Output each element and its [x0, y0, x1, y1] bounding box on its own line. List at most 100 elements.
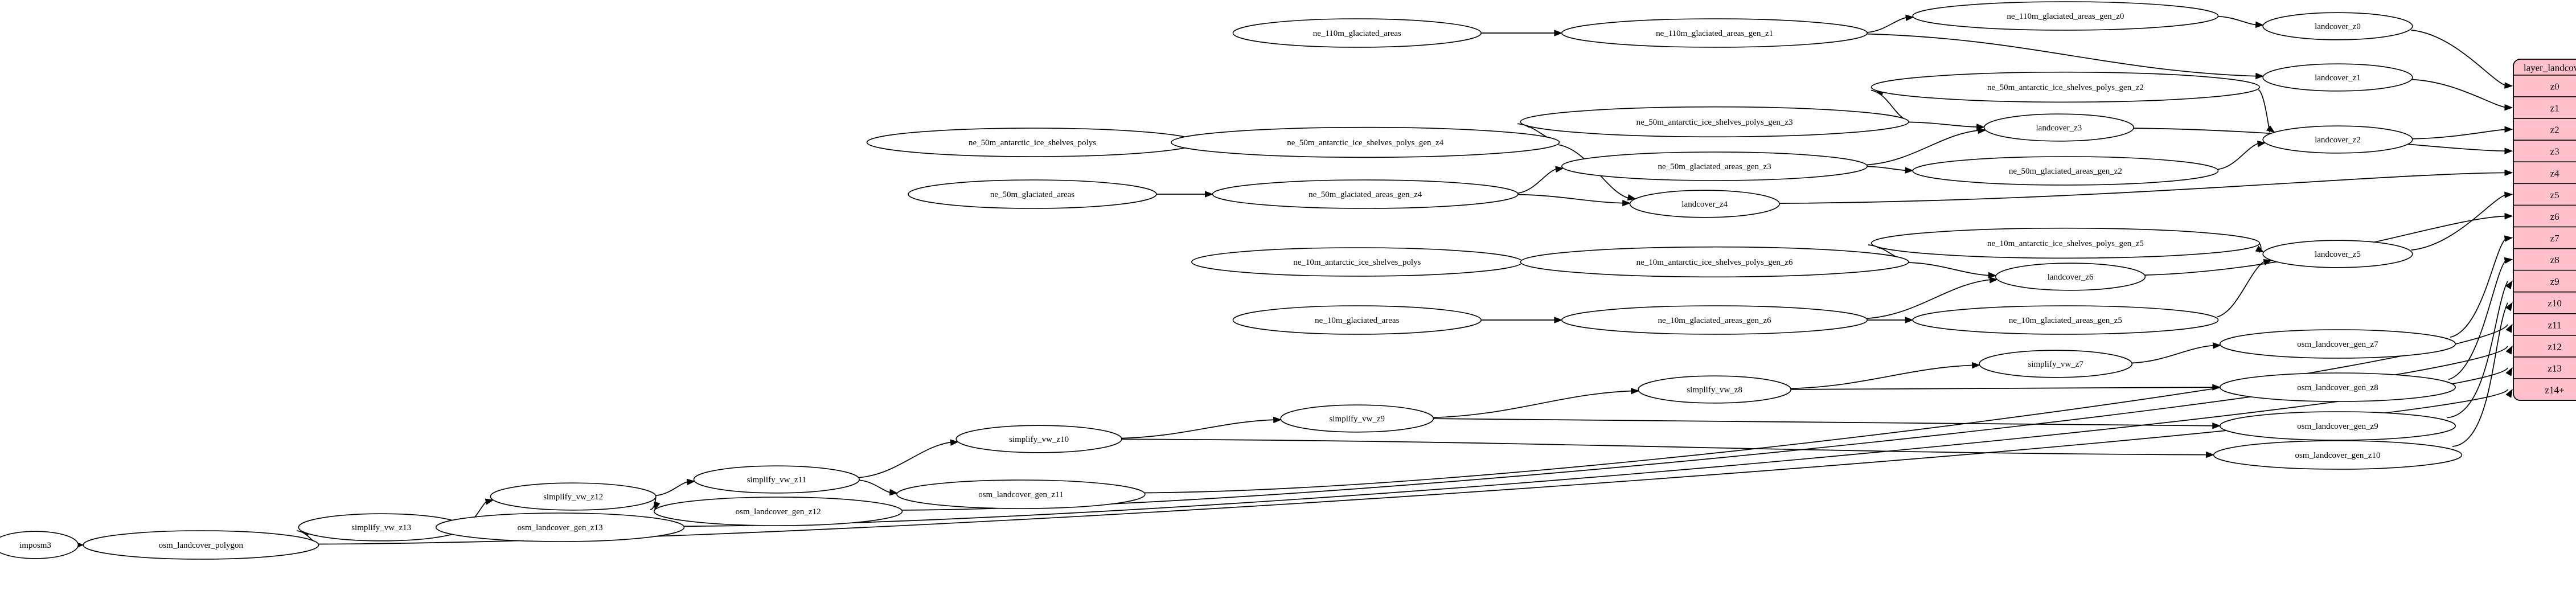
node-ellipse[interactable]	[490, 482, 657, 511]
graph-node-ne_50m_glaciated_areas_gen_z2[interactable]: ne_50m_glaciated_areas_gen_z2	[1912, 156, 2219, 186]
graph-node-simplify_vw_z8[interactable]: simplify_vw_z8	[1638, 375, 1792, 404]
layer-table-row-z1[interactable]	[2513, 96, 2576, 119]
graph-node-osm_landcover_gen_z9[interactable]: osm_landcover_gen_z9	[2220, 411, 2456, 441]
layer-table-row-z4[interactable]	[2513, 162, 2576, 184]
graph-node-landcover_z4[interactable]: landcover_z4	[1629, 190, 1780, 218]
graph-node-ne_110m_glaciated_areas_gen_z1[interactable]: ne_110m_glaciated_areas_gen_z1	[1561, 18, 1868, 48]
edge-arrowhead	[2206, 451, 2215, 458]
layer-table-row-z12[interactable]	[2513, 335, 2576, 357]
node-ellipse[interactable]	[693, 465, 860, 494]
layer-table-row-z14+[interactable]	[2513, 379, 2576, 401]
node-ellipse[interactable]	[2220, 372, 2456, 402]
graph-node-landcover_z3[interactable]: landcover_z3	[1983, 113, 2134, 142]
graph-node-landcover_z1[interactable]: landcover_z1	[2262, 63, 2413, 92]
graph-node-landcover_z2[interactable]: landcover_z2	[2262, 125, 2413, 154]
node-ellipse[interactable]	[1561, 305, 1868, 335]
graph-node-ne_50m_glaciated_areas[interactable]: ne_50m_glaciated_areas	[908, 179, 1157, 209]
layer-table-row-z0[interactable]	[2513, 75, 2576, 97]
graph-node-ne_50m_antarctic_ice_shelves_polys_gen_z4[interactable]: ne_50m_antarctic_ice_shelves_polys_gen_z…	[1171, 126, 1560, 158]
graph-node-ne_10m_glaciated_areas[interactable]: ne_10m_glaciated_areas	[1232, 305, 1482, 335]
node-ellipse[interactable]	[2220, 411, 2456, 441]
layer-table-row-label: z4	[2550, 168, 2560, 179]
node-ellipse[interactable]	[2213, 440, 2463, 470]
graph-node-ne_110m_glaciated_areas[interactable]: ne_110m_glaciated_areas	[1232, 18, 1482, 48]
graph-node-ne_10m_antarctic_ice_shelves_polys_gen_z6[interactable]: ne_10m_antarctic_ice_shelves_polys_gen_z…	[1520, 246, 1909, 278]
node-ellipse[interactable]	[1995, 263, 2146, 291]
graph-node-simplify_vw_z13[interactable]: simplify_vw_z13	[298, 513, 465, 542]
graph-node-simplify_vw_z11[interactable]: simplify_vw_z11	[693, 465, 860, 494]
graph-edge	[1433, 418, 2216, 427]
node-ellipse[interactable]	[1520, 246, 1909, 278]
node-ellipse[interactable]	[955, 425, 1122, 453]
graph-node-ne_50m_antarctic_ice_shelves_polys_gen_z3[interactable]: ne_50m_antarctic_ice_shelves_polys_gen_z…	[1520, 106, 1909, 138]
layer-table-row-z9[interactable]	[2513, 270, 2576, 292]
node-ellipse[interactable]	[83, 530, 319, 560]
node-ellipse[interactable]	[2262, 125, 2413, 154]
node-ellipse[interactable]	[1520, 106, 1909, 138]
graph-node-ne_50m_antarctic_ice_shelves_polys[interactable]: ne_50m_antarctic_ice_shelves_polys	[866, 128, 1199, 157]
graph-node-landcover_z6[interactable]: landcover_z6	[1995, 263, 2146, 291]
layer-table-row-z2[interactable]	[2513, 118, 2576, 141]
graph-node-osm_landcover_gen_z12[interactable]: osm_landcover_gen_z12	[653, 497, 903, 526]
node-ellipse[interactable]	[1280, 404, 1434, 433]
node-ellipse[interactable]	[1983, 113, 2134, 142]
graph-node-osm_landcover_gen_z10[interactable]: osm_landcover_gen_z10	[2213, 440, 2463, 470]
graph-node-landcover_z5[interactable]: landcover_z5	[2262, 240, 2413, 268]
graph-node-osm_landcover_polygon[interactable]: osm_landcover_polygon	[83, 530, 319, 560]
graph-node-simplify_vw_z12[interactable]: simplify_vw_z12	[490, 482, 657, 511]
graph-node-ne_10m_glaciated_areas_gen_z6[interactable]: ne_10m_glaciated_areas_gen_z6	[1561, 305, 1868, 335]
layer-table-row-z7[interactable]	[2513, 227, 2576, 249]
node-ellipse[interactable]	[1871, 227, 2260, 259]
layer-table-row-z13[interactable]	[2513, 356, 2576, 379]
node-ellipse[interactable]	[908, 179, 1157, 209]
graph-node-ne_110m_glaciated_areas_gen_z0[interactable]: ne_110m_glaciated_areas_gen_z0	[1912, 1, 2219, 31]
node-ellipse[interactable]	[1912, 156, 2219, 186]
layer-table-row-z10[interactable]	[2513, 292, 2576, 314]
node-ellipse[interactable]	[1979, 350, 2133, 378]
graph-node-ne_50m_glaciated_areas_gen_z4[interactable]: ne_50m_glaciated_areas_gen_z4	[1212, 179, 1519, 209]
node-ellipse[interactable]	[1912, 1, 2219, 31]
graph-node-landcover_z0[interactable]: landcover_z0	[2262, 12, 2413, 40]
layer-table-row-z3[interactable]	[2513, 140, 2576, 162]
node-ellipse[interactable]	[1871, 71, 2260, 103]
node-ellipse[interactable]	[1561, 18, 1868, 48]
graph-node-simplify_vw_z9[interactable]: simplify_vw_z9	[1280, 404, 1434, 433]
graph-node-simplify_vw_z10[interactable]: simplify_vw_z10	[955, 425, 1122, 453]
node-ellipse[interactable]	[435, 512, 685, 542]
graph-node-ne_10m_antarctic_ice_shelves_polys[interactable]: ne_10m_antarctic_ice_shelves_polys	[1191, 247, 1523, 277]
graph-edge	[1517, 194, 1626, 204]
node-ellipse[interactable]	[1638, 375, 1792, 404]
graph-node-osm_landcover_gen_z8[interactable]: osm_landcover_gen_z8	[2220, 372, 2456, 402]
graph-node-imposm3[interactable]: imposm3	[0, 531, 79, 559]
node-ellipse[interactable]	[2220, 329, 2456, 359]
layer-table-row-z6[interactable]	[2513, 205, 2576, 227]
node-ellipse[interactable]	[653, 497, 903, 526]
node-ellipse[interactable]	[1232, 305, 1482, 335]
node-ellipse[interactable]	[896, 479, 1146, 509]
graph-node-ne_50m_glaciated_areas_gen_z3[interactable]: ne_50m_glaciated_areas_gen_z3	[1561, 151, 1868, 181]
graph-node-osm_landcover_gen_z13[interactable]: osm_landcover_gen_z13	[435, 512, 685, 542]
node-label: ne_110m_glaciated_areas_gen_z0	[2007, 12, 2124, 21]
node-ellipse[interactable]	[1561, 151, 1868, 181]
layer-table-row-label: z8	[2550, 255, 2559, 265]
node-ellipse[interactable]	[2262, 63, 2413, 92]
graph-node-ne_10m_glaciated_areas_gen_z5[interactable]: ne_10m_glaciated_areas_gen_z5	[1912, 305, 2219, 335]
node-ellipse[interactable]	[2262, 240, 2413, 268]
edge-arrowhead	[1555, 166, 1564, 173]
graph-node-simplify_vw_z7[interactable]: simplify_vw_z7	[1979, 350, 2133, 378]
layer-table-row-z5[interactable]	[2513, 183, 2576, 206]
node-ellipse[interactable]	[0, 531, 79, 559]
node-ellipse[interactable]	[2262, 12, 2413, 40]
node-ellipse[interactable]	[1912, 305, 2219, 335]
layer-table-row-z8[interactable]	[2513, 248, 2576, 270]
graph-node-ne_10m_antarctic_ice_shelves_polys_gen_z5[interactable]: ne_10m_antarctic_ice_shelves_polys_gen_z…	[1871, 227, 2260, 259]
graph-node-ne_50m_antarctic_ice_shelves_polys_gen_z2[interactable]: ne_50m_antarctic_ice_shelves_polys_gen_z…	[1871, 71, 2260, 103]
node-ellipse[interactable]	[1212, 179, 1519, 209]
node-ellipse[interactable]	[1629, 190, 1780, 218]
graph-node-osm_landcover_gen_z7[interactable]: osm_landcover_gen_z7	[2220, 329, 2456, 359]
node-ellipse[interactable]	[1232, 18, 1482, 48]
layer-table-row-z11[interactable]	[2513, 313, 2576, 335]
node-ellipse[interactable]	[1171, 126, 1560, 158]
layer-table-body: layer_landcoverz0z1z2z3z4z5z6z7z8z9z10z1…	[2513, 59, 2576, 401]
graph-node-osm_landcover_gen_z11[interactable]: osm_landcover_gen_z11	[896, 479, 1146, 509]
